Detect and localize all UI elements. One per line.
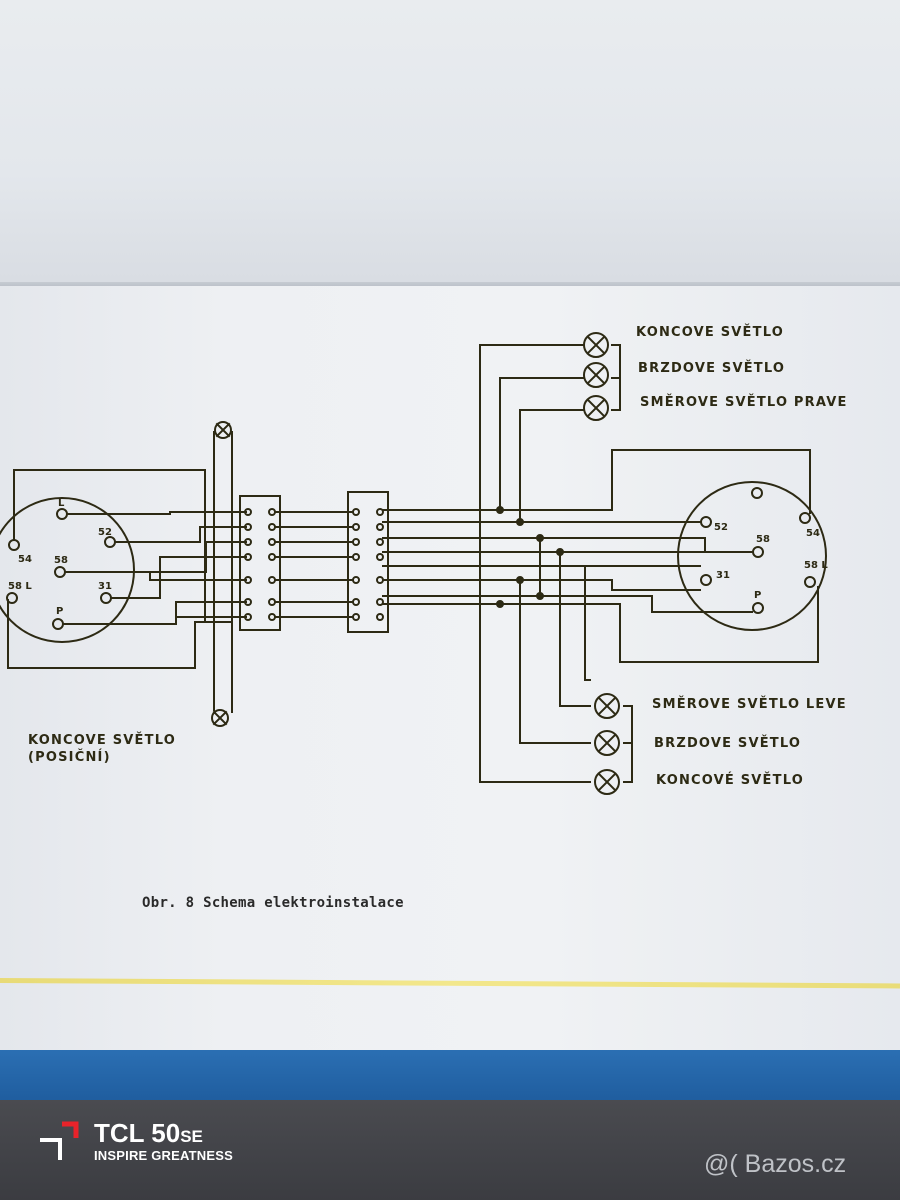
svg-text:54: 54	[18, 554, 32, 565]
left-socket	[0, 497, 135, 643]
tcl-logo-icon	[40, 1121, 79, 1160]
figure-caption: Obr. 8 Schema elektroinstalace	[142, 895, 404, 911]
svg-text:58: 58	[756, 534, 770, 545]
svg-text:P: P	[754, 590, 761, 601]
brand-name: TCL 50	[94, 1118, 181, 1148]
left-outer-wire	[7, 469, 206, 669]
lamp-brzdove-top	[583, 362, 609, 388]
top-lamp-labels: KONCOVE SVĚTLO BRZDOVE SVĚTLO SMĚROVE SV…	[636, 324, 848, 410]
lamp-label: KONCOVÉ SVĚTLO	[656, 772, 804, 788]
svg-text:54: 54	[806, 528, 820, 539]
lamp-smerove-prave	[583, 395, 609, 421]
svg-text:58 L: 58 L	[804, 560, 828, 571]
bottom-lamp-labels: SMĚROVE SVĚTLO LEVE BRZDOVE SVĚTLO KONCO…	[652, 696, 847, 788]
svg-text:52: 52	[714, 522, 728, 533]
right-terminals	[352, 508, 384, 621]
lamp-koncove-bottom	[594, 769, 620, 795]
svg-text:31: 31	[98, 581, 112, 592]
svg-text:L: L	[58, 498, 65, 509]
lamp-label: KONCOVE SVĚTLO	[636, 324, 784, 340]
right-pin-labels: 52 54 58 31 58 L P	[714, 522, 828, 601]
left-bus-lamp-top	[214, 421, 232, 439]
left-harness	[62, 511, 247, 625]
lamp-label: BRZDOVE SVĚTLO	[638, 360, 785, 376]
left-bus-lamp-bottom	[211, 709, 229, 727]
left-pin-labels: L 52 54 58 58 L 31 P	[8, 498, 112, 617]
middle-harness	[274, 511, 354, 618]
lamp-smerove-leve	[594, 693, 620, 719]
bazos-watermark: @( Bazos.cz	[704, 1150, 847, 1178]
lamp-label: SMĚROVE SVĚTLO PRAVE	[640, 394, 848, 410]
svg-text:58 L: 58 L	[8, 581, 32, 592]
right-socket-pins	[700, 487, 816, 614]
left-terminal-block	[239, 495, 281, 631]
floor-background	[0, 1100, 900, 1200]
background-sheet	[0, 0, 900, 290]
brand-name-suffix: SE	[180, 1127, 203, 1146]
left-lamp-label: KONCOVE SVĚTLO (POSIČNÍ)	[28, 733, 176, 765]
brand-tagline: INSPIRE GREATNESS	[94, 1148, 233, 1163]
lamp-koncove-top	[583, 332, 609, 358]
lamp-brzdove-bottom	[594, 730, 620, 756]
right-terminal-block	[347, 491, 389, 633]
lamp-label: BRZDOVE SVĚTLO	[654, 735, 801, 751]
lamp-label: SMĚROVE SVĚTLO LEVE	[652, 696, 847, 712]
left-terminals	[244, 508, 276, 621]
svg-text:P: P	[56, 606, 63, 617]
right-socket	[677, 481, 827, 631]
svg-text:58: 58	[54, 555, 68, 566]
svg-text:52: 52	[98, 527, 112, 538]
schematic-page	[0, 286, 900, 1056]
svg-text:31: 31	[716, 570, 730, 581]
